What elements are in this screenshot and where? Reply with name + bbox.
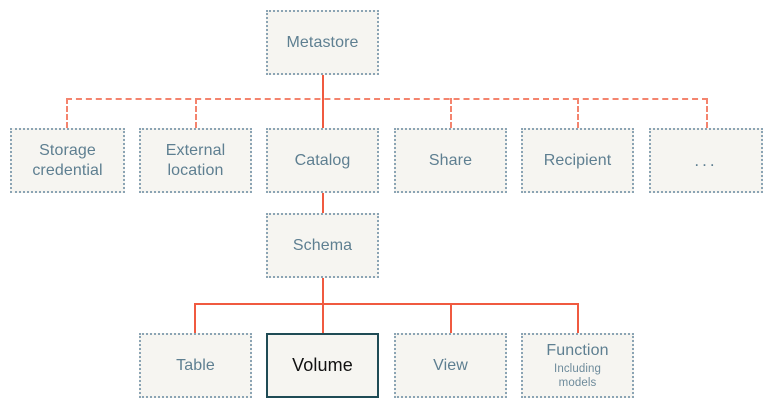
connector-metastore-down [322, 75, 324, 98]
node-storage-credential[interactable]: Storage credential [10, 128, 125, 193]
connector-drop-catalog [322, 98, 324, 128]
connector-metastore-bus [66, 98, 708, 100]
node-function-label: Function [546, 341, 609, 359]
node-view-label: View [433, 356, 468, 374]
connector-drop-table [194, 303, 196, 333]
node-share-label: Share [428, 151, 473, 169]
connector-drop-share [450, 98, 452, 128]
connector-drop-external-location [195, 98, 197, 128]
node-schema-label: Schema [292, 236, 353, 254]
node-recipient-label: Recipient [543, 151, 612, 169]
node-volume[interactable]: Volume [266, 333, 379, 398]
node-recipient[interactable]: Recipient [521, 128, 634, 193]
node-function[interactable]: Function Including models [521, 333, 634, 398]
node-schema[interactable]: Schema [266, 213, 379, 278]
node-catalog-label: Catalog [294, 151, 351, 169]
node-more[interactable]: ... [649, 128, 763, 193]
node-table-label: Table [176, 356, 215, 374]
connector-drop-recipient [577, 98, 579, 128]
node-table[interactable]: Table [139, 333, 252, 398]
node-external-location[interactable]: External location [139, 128, 252, 193]
node-storage-credential-label: Storage credential [32, 141, 103, 179]
connector-catalog-schema [322, 193, 324, 213]
node-external-location-label: External location [165, 141, 226, 179]
node-volume-label: Volume [292, 355, 353, 376]
connector-drop-view [450, 303, 452, 333]
node-view[interactable]: View [394, 333, 507, 398]
connector-schema-down [322, 278, 324, 303]
connector-schema-bus [194, 303, 578, 305]
connector-drop-function [577, 303, 579, 333]
node-metastore[interactable]: Metastore [266, 10, 379, 75]
connector-drop-volume [322, 303, 324, 333]
connector-drop-more [706, 98, 708, 128]
node-more-label: ... [694, 150, 718, 170]
node-share[interactable]: Share [394, 128, 507, 193]
node-catalog[interactable]: Catalog [266, 128, 379, 193]
connector-drop-storage-credential [66, 98, 68, 128]
node-function-sublabel: Including models [554, 362, 601, 389]
node-metastore-label: Metastore [286, 33, 359, 51]
